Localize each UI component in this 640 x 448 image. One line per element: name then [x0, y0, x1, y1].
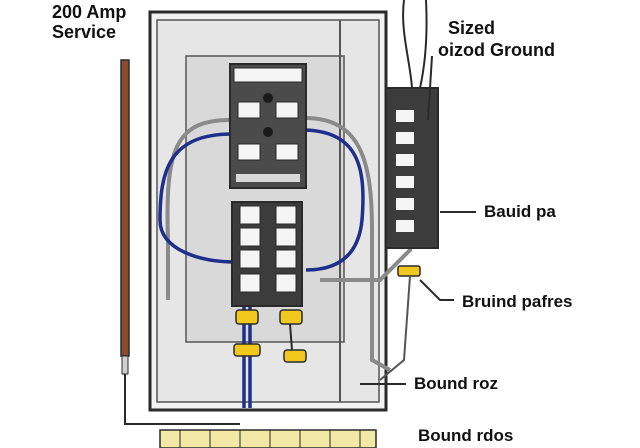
ground-strip	[159, 429, 377, 448]
bar-label: Bauid pa	[484, 202, 556, 221]
yellow-clamps	[233, 309, 307, 363]
leader-lines	[360, 55, 476, 385]
sized-label-line2: oizod Ground	[438, 40, 555, 60]
pairs-label: Bruind pafres	[462, 292, 573, 311]
rod-label: Bound roz	[414, 374, 499, 393]
main-breaker-block	[229, 63, 307, 189]
ground-bar	[379, 0, 439, 381]
bottom-label: Bound rdos	[418, 426, 514, 445]
branch-breakers	[231, 201, 303, 307]
ground-rod	[120, 59, 240, 425]
service-label-line1: 200 Amp	[52, 2, 127, 22]
service-label-line2: Service	[52, 22, 117, 42]
sized-label-line1: Sized	[448, 18, 496, 38]
